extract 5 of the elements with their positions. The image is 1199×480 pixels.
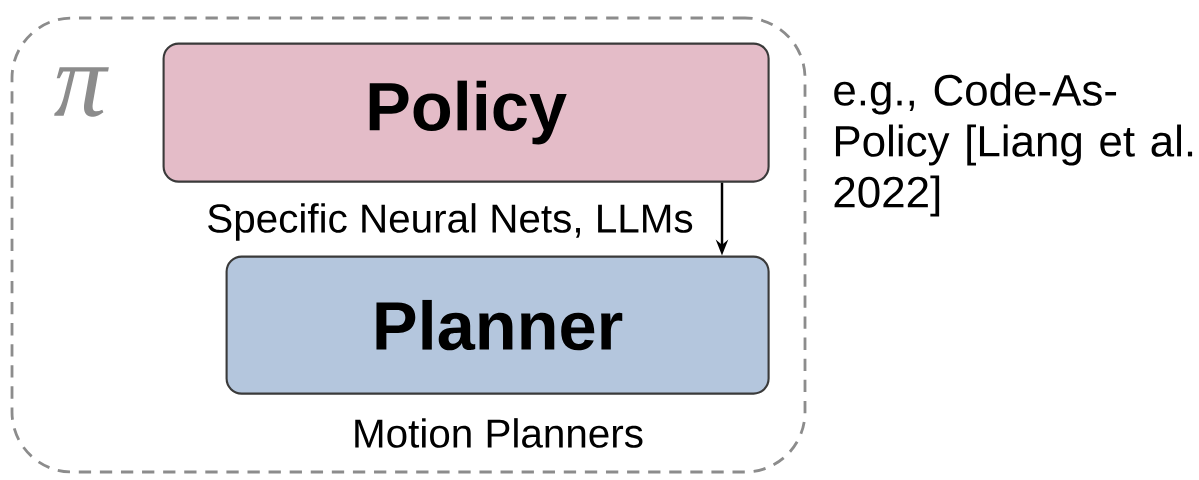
caption-text: Specific Neural Nets, LLMs xyxy=(208,203,693,241)
caption-text: e.g., Code-As-Policy [Liang et al. 2022] xyxy=(834,73,1193,217)
process-box: Planner xyxy=(225,255,770,395)
caption-text: Motion Planners xyxy=(355,418,643,448)
process-box: Policy xyxy=(162,42,770,183)
